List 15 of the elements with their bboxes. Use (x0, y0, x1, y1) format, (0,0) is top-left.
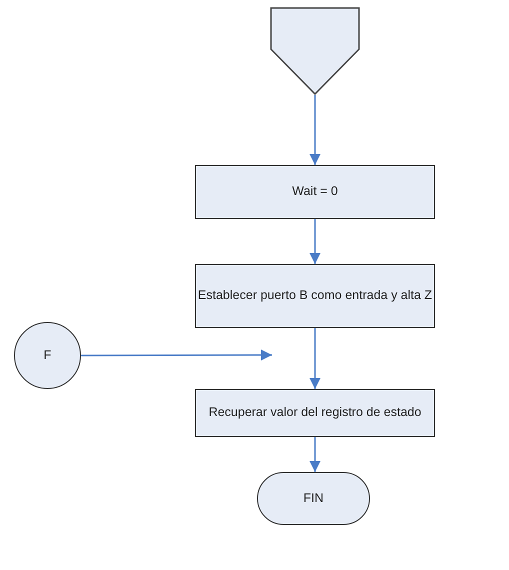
process-box (195, 389, 435, 437)
process-box (195, 165, 435, 219)
node-label: Establecer puerto B como entrada y alta Z (198, 288, 432, 304)
process-box (195, 264, 435, 328)
off-page-connector (270, 7, 360, 95)
node-label: Recuperar valor del registro de estado (208, 405, 422, 421)
node-label: FIN (303, 490, 324, 506)
arrow (310, 95, 320, 165)
arrow (310, 328, 320, 389)
arrow (310, 219, 320, 264)
arrow (310, 437, 320, 472)
terminator (257, 472, 370, 525)
node-label: F (44, 348, 52, 364)
arrow (81, 350, 272, 361)
node-label: Wait = 0 (292, 184, 338, 200)
